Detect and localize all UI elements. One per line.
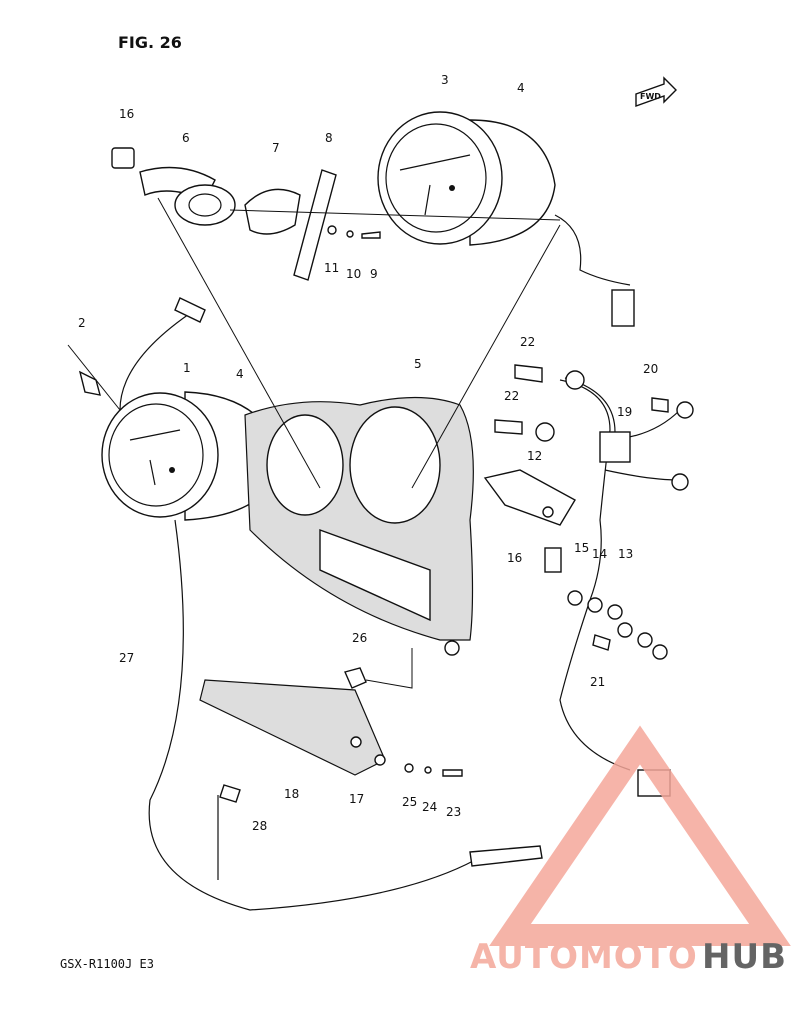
callout-label: 6 (182, 131, 190, 145)
callout-label: 3 (441, 73, 449, 87)
callout-label: 23 (446, 805, 461, 819)
indicator-parts (111, 147, 381, 281)
callout-label: 15 (574, 541, 589, 555)
fwd-label: FWD (640, 92, 661, 101)
wiring-harness (494, 214, 694, 797)
tachometer-assembly (377, 111, 556, 246)
watermark-logo: AUTOMOTO HUB (470, 725, 791, 977)
callout-label: 20 (643, 362, 658, 376)
callout-label: 19 (617, 405, 632, 419)
watermark-triangle-icon (489, 725, 791, 946)
callout-label: 4 (517, 81, 525, 95)
callout-label: 21 (590, 675, 605, 689)
callout-label: 10 (346, 267, 361, 281)
callout-label: 2 (78, 316, 86, 330)
callout-label: 11 (324, 261, 339, 275)
figure-title: FIG. 26 (118, 33, 182, 52)
meter-panel (244, 396, 474, 656)
callout-label: 16 (119, 107, 134, 121)
callout-label: 4 (236, 367, 244, 381)
watermark-text-b: HUB (702, 937, 787, 977)
callout-label: 25 (402, 795, 417, 809)
indicator-lens-panel (199, 648, 463, 777)
callout-label: 18 (284, 787, 299, 801)
callout-label: 27 (119, 651, 134, 665)
guide-lines (67, 197, 561, 489)
callout-label: 17 (349, 792, 364, 806)
callout-label: 5 (414, 357, 422, 371)
fwd-arrow-icon: FWD (635, 76, 677, 107)
callout-label: 13 (618, 547, 633, 561)
callout-label: 12 (527, 449, 542, 463)
model-code: GSX-R1100J E3 (60, 957, 154, 971)
callout-label: 22 (520, 335, 535, 349)
callout-label: 1 (183, 361, 191, 375)
callout-label: 28 (252, 819, 267, 833)
callout-label: 16 (507, 551, 522, 565)
callout-label: 26 (352, 631, 367, 645)
callout-label: 9 (370, 267, 378, 281)
callout-labels: 1 2 3 4 4 5 6 7 8 9 10 11 12 13 14 15 16… (78, 73, 658, 833)
callout-label: 22 (504, 389, 519, 403)
callout-label: 24 (422, 800, 437, 814)
callout-label: 8 (325, 131, 333, 145)
speedometer-cable (78, 297, 543, 911)
bracket (483, 469, 576, 526)
callout-label: 7 (272, 141, 280, 155)
watermark-text-a: AUTOMOTO (470, 937, 698, 977)
callout-label: 14 (592, 547, 607, 561)
